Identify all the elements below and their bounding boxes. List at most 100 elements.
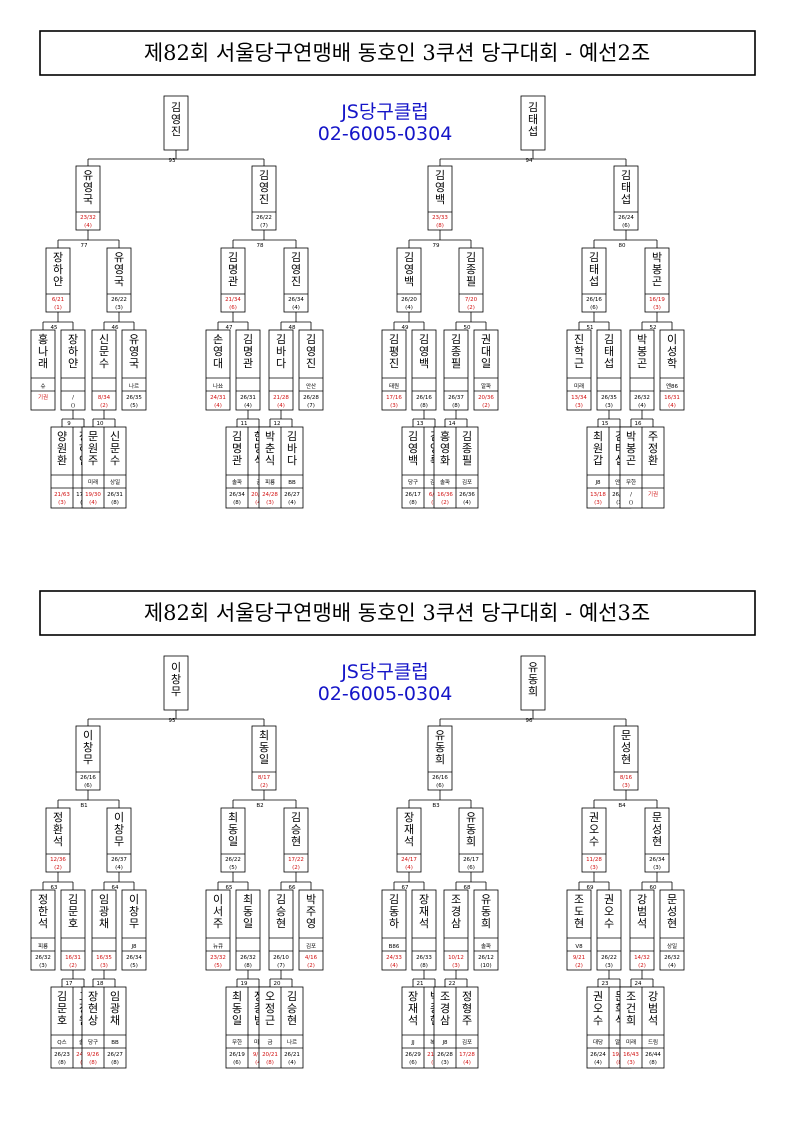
name-char: 원 — [88, 442, 98, 455]
score: 26/32 — [664, 955, 680, 961]
name-char: 승 — [276, 905, 286, 918]
name-char: 최 — [232, 990, 242, 1003]
rank: (4) — [463, 500, 471, 506]
name-char: 김 — [68, 893, 78, 906]
name-char: 이 — [213, 893, 223, 906]
name-char: 수 — [99, 357, 109, 370]
affiliation: B86 — [389, 944, 400, 950]
game-number: 24 — [635, 981, 642, 987]
name-char: 원 — [57, 442, 67, 455]
player-name: 박춘식 — [265, 430, 275, 467]
name-char: 한 — [38, 905, 48, 918]
score: 26/35 — [126, 395, 142, 401]
name-char: 박 — [306, 893, 316, 906]
affiliation: 김포 — [462, 1039, 472, 1046]
name-char: 호 — [68, 917, 78, 930]
name-char: 석 — [408, 1014, 418, 1027]
name-char: 손 — [213, 333, 223, 346]
player-box — [613, 725, 639, 791]
game-number: 69 — [587, 885, 594, 891]
name-char: 김 — [171, 101, 181, 114]
score: 26/23 — [54, 1052, 70, 1058]
name-char: 동 — [228, 823, 238, 836]
name-char: 영 — [435, 181, 445, 194]
player-box — [268, 889, 294, 971]
rank: (2) — [54, 865, 62, 871]
rank: (6) — [229, 305, 237, 311]
score: 24/17 — [401, 857, 417, 863]
name-char: 희 — [466, 835, 476, 848]
score: 10/12 — [448, 955, 464, 961]
name-char: 명 — [232, 442, 242, 455]
game-number: 21 — [417, 981, 424, 987]
rank: (4) — [463, 1060, 471, 1066]
player-name: 진학근 — [574, 333, 584, 370]
name-char: 국 — [129, 357, 139, 370]
game-number: 63 — [51, 885, 58, 891]
score: 26/17 — [463, 857, 479, 863]
name-char: 영 — [213, 345, 223, 358]
player-box — [427, 165, 453, 231]
name-char: 춘 — [265, 442, 275, 455]
name-char: 진 — [171, 125, 181, 138]
name-char: 채 — [110, 1014, 120, 1027]
name-char: 김 — [306, 333, 316, 346]
player-name: 박봉곤 — [637, 333, 647, 370]
name-char: 섭 — [621, 193, 631, 206]
score: 6/21 — [52, 297, 64, 303]
score: 24/31 — [210, 395, 226, 401]
player-name: 이창무 — [114, 811, 124, 848]
rank: (8) — [649, 1060, 657, 1066]
rank: (4) — [405, 305, 413, 311]
affiliation: 솔파 — [232, 478, 242, 486]
player-name: 김영진 — [306, 333, 316, 370]
player-box — [411, 329, 437, 411]
affiliation: 미래 — [574, 382, 584, 390]
player-name: 최동일 — [228, 811, 238, 848]
name-char: 문 — [652, 811, 662, 824]
name-char: 영 — [440, 442, 450, 455]
name-char: 석 — [419, 917, 429, 930]
name-char: 현 — [574, 917, 584, 930]
name-char: 이 — [667, 333, 677, 346]
rank: (8) — [89, 1060, 97, 1066]
affiliation: 알파 — [481, 382, 491, 390]
score: 17/22 — [288, 857, 304, 863]
name-char: 유 — [481, 893, 491, 906]
score: 20/36 — [478, 395, 494, 401]
name-char: 백 — [419, 357, 429, 370]
name-char: 태 — [528, 113, 538, 126]
player-name: 홍나래 — [38, 332, 48, 370]
name-char: 권 — [481, 333, 491, 346]
player-name: 최원갑 — [593, 430, 603, 467]
player-name: 유동희 — [435, 729, 445, 766]
name-char: 조 — [440, 990, 450, 1003]
name-char: 성 — [652, 823, 662, 836]
score: 26/34 — [126, 955, 142, 961]
name-char: 주 — [306, 905, 316, 918]
rank: (2) — [467, 305, 475, 311]
rank: (4) — [89, 500, 97, 506]
player-box — [60, 329, 86, 411]
name-char: 성 — [667, 345, 677, 358]
name-char: 범 — [648, 1002, 658, 1015]
player-box — [251, 725, 277, 791]
name-char: 근 — [265, 1014, 275, 1027]
score: 기권 — [38, 393, 48, 401]
name-char: 성 — [621, 741, 631, 754]
player-name: 최동일 — [243, 893, 253, 930]
score: 26/44 — [645, 1052, 661, 1058]
rank: (2) — [260, 783, 268, 789]
player-name: 김영백 — [404, 251, 414, 288]
player-box — [235, 889, 261, 971]
score: 17/16 — [386, 395, 402, 401]
rank: (2) — [292, 865, 300, 871]
player-name: 권오수 — [589, 811, 599, 848]
player-name: 박주영 — [306, 893, 316, 930]
affiliation: 드림 — [648, 1038, 658, 1046]
player-name: 김태섭 — [589, 251, 599, 288]
name-char: 백 — [435, 193, 445, 206]
name-char: 이 — [171, 661, 181, 674]
affiliation: 상일 — [667, 942, 677, 950]
